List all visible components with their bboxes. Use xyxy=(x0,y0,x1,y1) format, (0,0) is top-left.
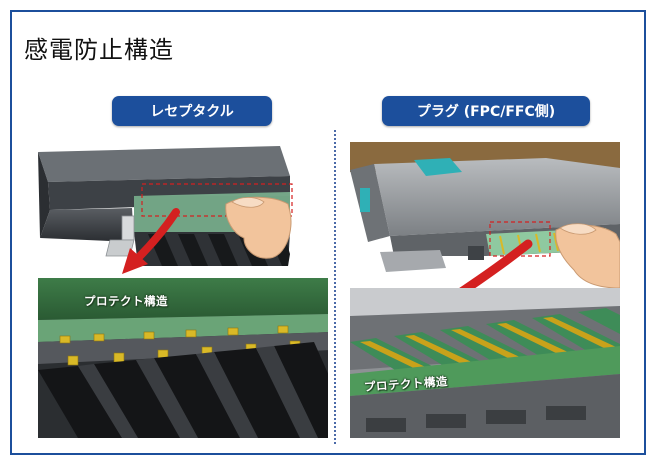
contact-strips xyxy=(350,308,620,378)
plug-zoom xyxy=(350,288,620,438)
plug-label: プラグ (FPC/FFC側) xyxy=(382,96,590,126)
page-title: 感電防止構造 xyxy=(24,36,174,64)
finger-hand xyxy=(225,196,292,259)
receptacle-protect-label: プロテクト構造 xyxy=(84,294,168,308)
red-arrow xyxy=(122,208,180,274)
receptacle-label: レセプタクル xyxy=(112,96,272,126)
panel-divider xyxy=(334,130,336,444)
plug-illustration xyxy=(350,142,620,438)
receptacle-illustration xyxy=(38,146,328,438)
finger-hand xyxy=(555,223,620,289)
receptacle-clip xyxy=(105,215,135,257)
receptacle-zoom xyxy=(38,278,328,438)
